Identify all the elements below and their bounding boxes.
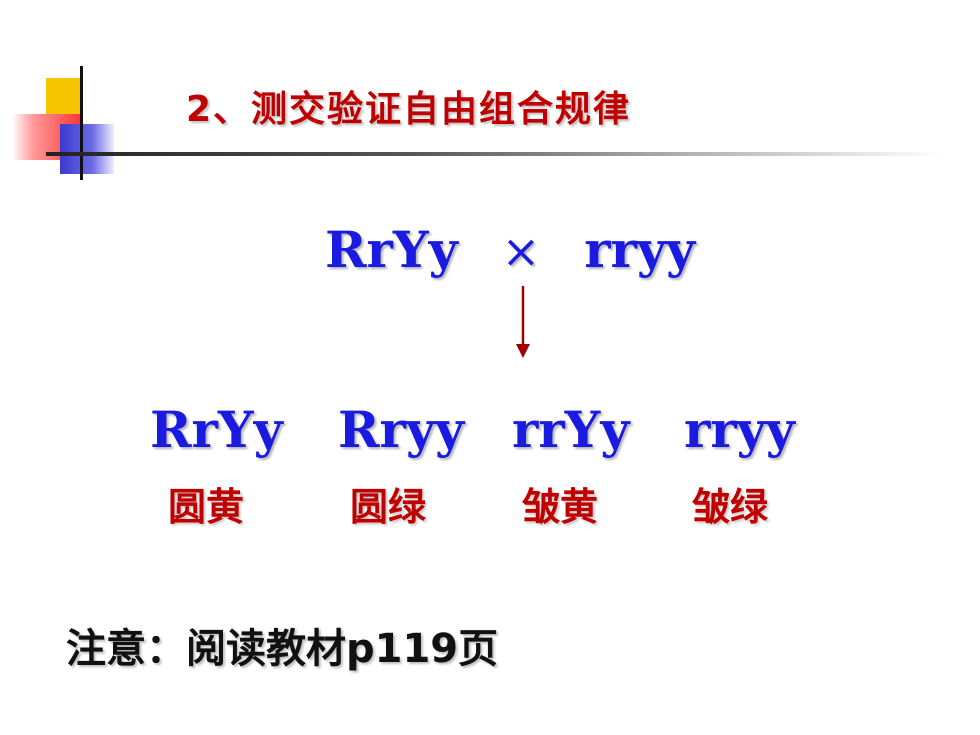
decor-blue-square [60, 124, 114, 174]
offspring-phenotype-2: 圆绿 [350, 485, 427, 529]
parent-genotype-1: RrYy [325, 220, 458, 279]
slide-title: 2、测交验证自由组合规律 [186, 89, 632, 130]
reading-note: 注意：阅读教材p119页 [66, 626, 499, 672]
offspring-genotype-2: Rryy [338, 400, 465, 459]
offspring-genotype-4: rryy [684, 400, 795, 459]
offspring-phenotype-4: 皱绿 [692, 485, 769, 529]
parent-genotype-2: rryy [584, 220, 695, 279]
down-arrow-icon [516, 286, 530, 358]
offspring-genotype-3: rrYy [512, 400, 630, 459]
parent-cross: RrYy × rryy [0, 220, 980, 279]
decor-yellow-square [46, 78, 82, 114]
offspring-genotype-1: RrYy [150, 400, 283, 459]
cross-symbol: × [501, 224, 541, 278]
offspring-phenotype-1: 圆黄 [168, 485, 245, 529]
title-underline [46, 152, 946, 156]
decor-vertical-line [80, 66, 83, 180]
offspring-phenotype-3: 皱黄 [522, 485, 599, 529]
